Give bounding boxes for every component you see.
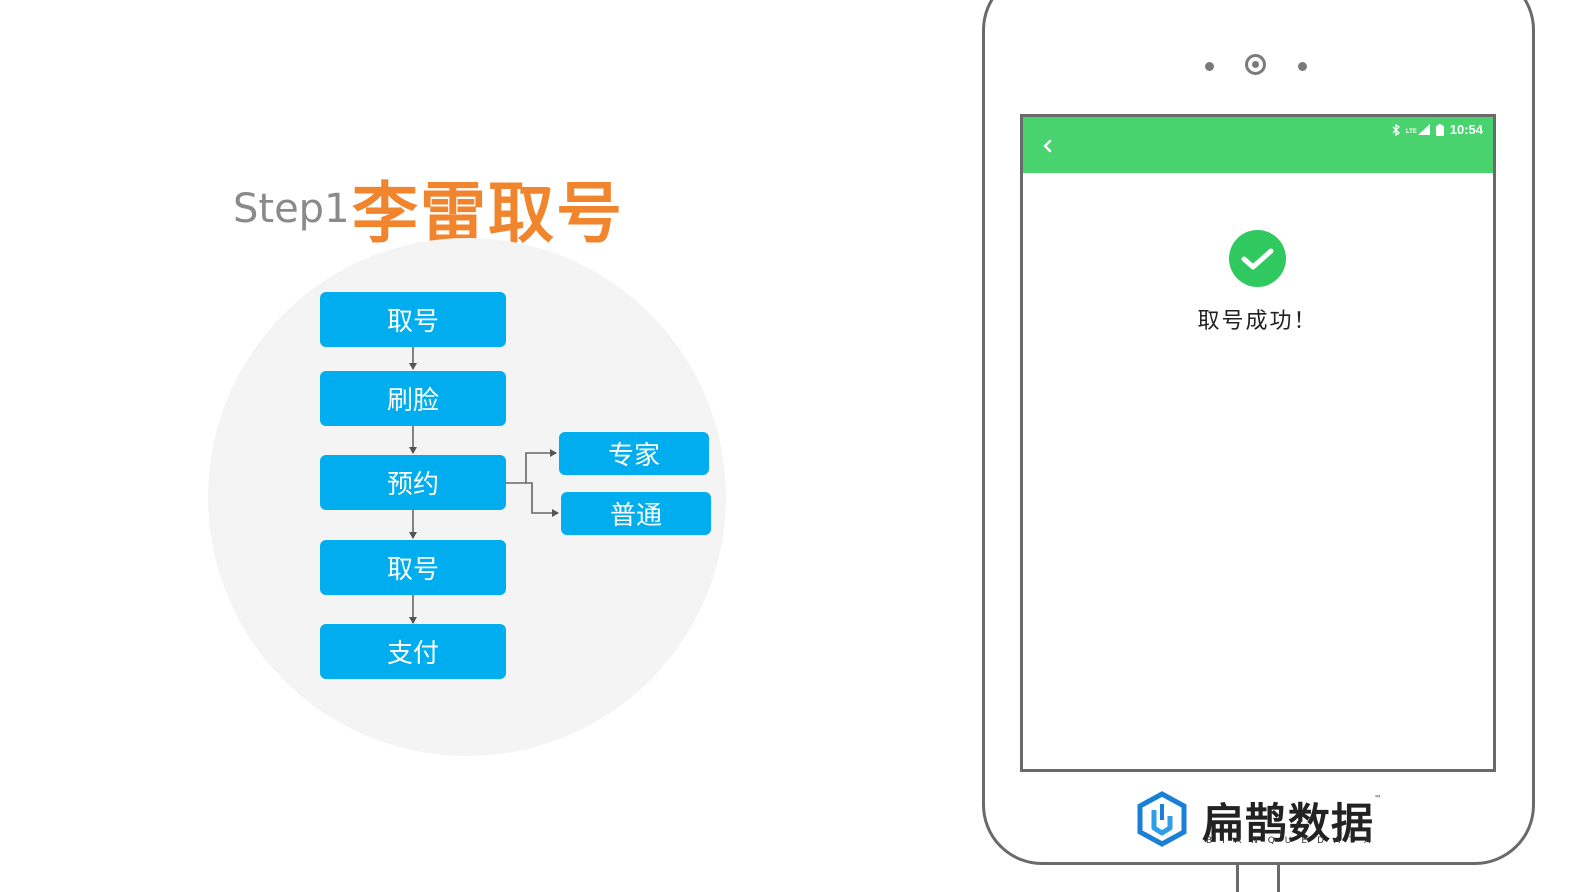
signal-icon: LTE: [1406, 124, 1430, 135]
app-bar: LTE 10:54: [1023, 117, 1493, 173]
flow-branch-expert: 专家: [559, 432, 709, 475]
check-icon: [1241, 248, 1274, 270]
flow-branch-normal: 普通: [561, 492, 711, 535]
phone-sensor-dot: [1205, 62, 1214, 71]
phone-camera-icon: [1245, 54, 1266, 75]
flow-step-appointment: 预约: [320, 455, 506, 510]
phone-stand: [1236, 864, 1280, 892]
success-message: 取号成功！: [1197, 309, 1318, 334]
phone-sensor-dot: [1298, 62, 1307, 71]
brand-trademark: ™: [1374, 794, 1382, 803]
step-label: Step1: [233, 186, 350, 232]
brand-name: 扁鹊数据: [1202, 799, 1375, 848]
battery-icon: [1435, 123, 1444, 136]
status-time: 10:54: [1449, 122, 1483, 137]
flow-step-take-number-2: 取号: [320, 540, 506, 595]
flow-step-take-number: 取号: [320, 292, 506, 347]
flow-step-face-scan: 刷脸: [320, 371, 506, 426]
bluetooth-icon: [1392, 123, 1400, 136]
status-bar: LTE 10:54: [1392, 122, 1483, 137]
back-arrow-icon[interactable]: [1041, 139, 1055, 153]
phone-screen: [1020, 114, 1496, 772]
brand-subtitle: BIANQUEDATA: [1206, 836, 1381, 846]
success-check-icon: [1229, 230, 1286, 287]
flow-step-pay: 支付: [320, 624, 506, 679]
brand-logo-icon: [1137, 791, 1187, 847]
